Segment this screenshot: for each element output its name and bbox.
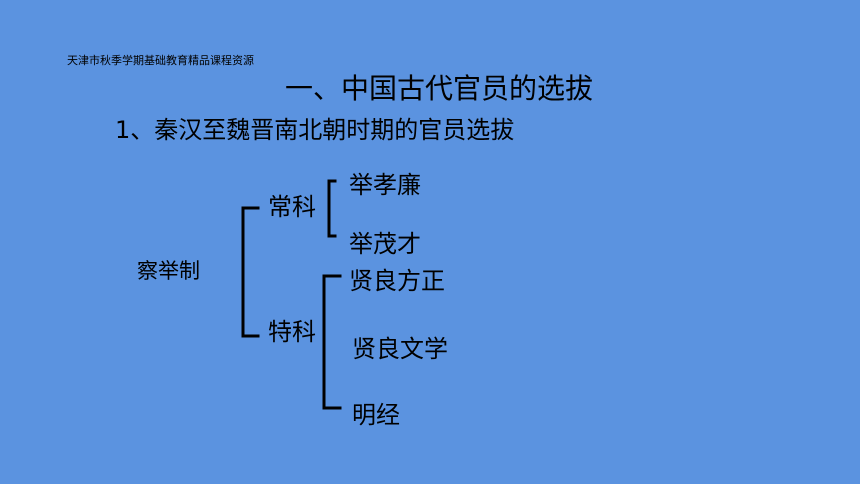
item-mingjing: 明经 bbox=[352, 401, 400, 429]
item-xianliang-wenxue: 贤良文学 bbox=[352, 335, 448, 363]
item-juxiaolian: 举孝廉 bbox=[349, 171, 421, 199]
tree-root-label: 察举制 bbox=[137, 259, 200, 283]
item-jumaocai: 举茂才 bbox=[349, 230, 421, 258]
branch-changke-label: 常科 bbox=[268, 193, 316, 221]
subsection-heading: 1、秦汉至魏晋南北朝时期的官员选拔 bbox=[115, 116, 515, 144]
section-heading: 一、中国古代官员的选拔 bbox=[285, 72, 594, 105]
source-label: 天津市秋季学期基础教育精品课程资源 bbox=[67, 54, 254, 67]
branch-teke-label: 特科 bbox=[268, 318, 316, 346]
item-xianliang-fangzheng: 贤良方正 bbox=[349, 267, 445, 295]
